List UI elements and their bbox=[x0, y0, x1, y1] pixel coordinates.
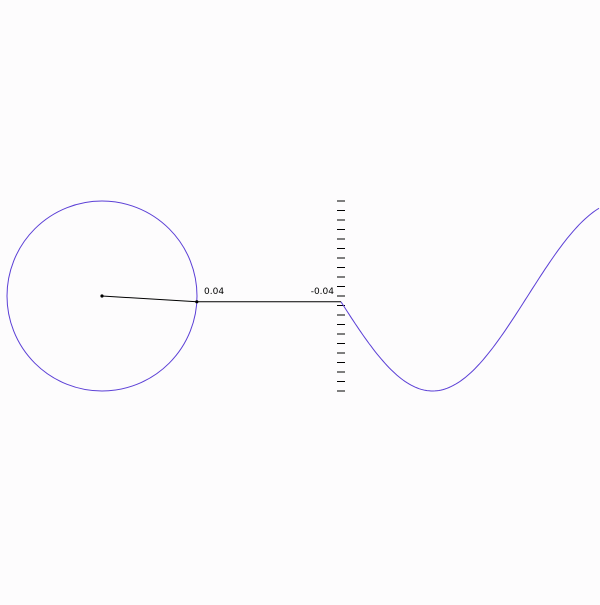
axis-value-label: -0.04 bbox=[311, 287, 335, 297]
radius-line bbox=[101, 295, 197, 303]
circle-point-label: 0.04 bbox=[204, 287, 224, 297]
vertical-axis-ticks bbox=[337, 200, 345, 392]
sine-wave bbox=[340, 207, 600, 392]
circle-center-point bbox=[100, 294, 104, 298]
circle-edge-point bbox=[195, 300, 199, 304]
unit-circle bbox=[6, 200, 198, 392]
